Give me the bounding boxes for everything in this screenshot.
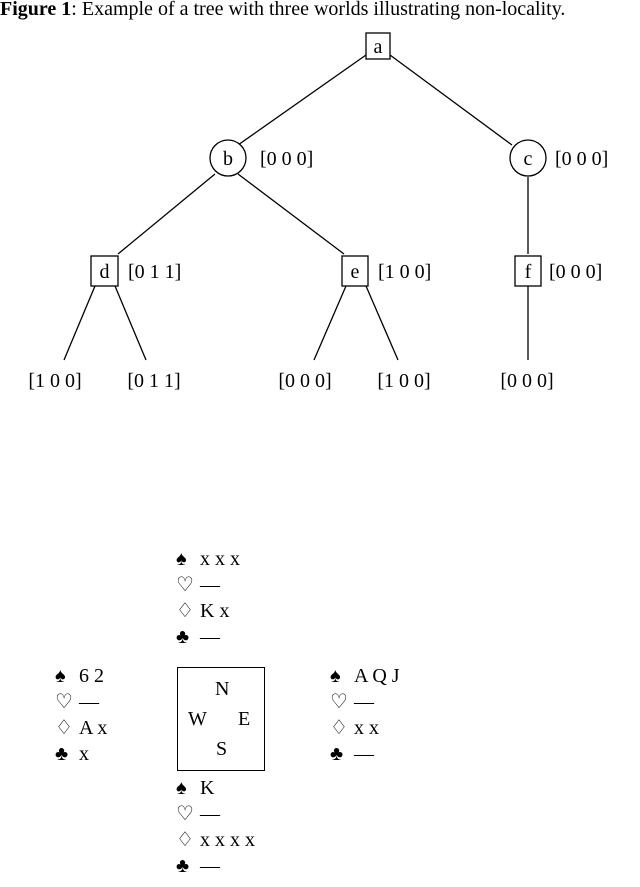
edge-b-e [237, 173, 345, 255]
south-diamonds: ♢ x x x x [176, 827, 255, 853]
node-e-box [341, 255, 369, 287]
north-clubs-cards: — [200, 626, 220, 648]
north-diamonds: ♢ K x [176, 598, 240, 624]
south-hearts-cards: — [200, 803, 220, 825]
node-f-box [514, 255, 542, 287]
node-a-label: a [374, 36, 383, 58]
tree-edges [63, 54, 529, 361]
south-hearts: ♡— [176, 801, 255, 827]
hand-east: ♠A Q J ♡— ♢x x ♣— [330, 663, 400, 767]
node-a-box [365, 32, 391, 60]
north-hearts-cards: — [200, 574, 220, 596]
club-icon: ♣ [176, 626, 190, 648]
south-spades-cards: K [200, 777, 215, 799]
node-b-vector: [0 0 0] [260, 148, 313, 170]
compass-north: N [215, 678, 230, 700]
south-clubs: ♣— [176, 853, 255, 879]
east-clubs-cards: — [354, 743, 374, 765]
node-c-circle [509, 139, 547, 177]
node-f-vector: [0 0 0] [549, 261, 602, 283]
leaf-f-child: [0 0 0] [500, 370, 553, 392]
north-diamonds-cards: K x [200, 600, 230, 622]
south-clubs-cards: — [200, 855, 220, 877]
node-b-label: b [223, 148, 233, 170]
leaf-d-right: [0 1 1] [127, 370, 180, 392]
compass-box: N W E S [177, 667, 265, 771]
club-icon: ♣ [55, 743, 69, 765]
spade-icon: ♠ [55, 665, 66, 687]
diamond-icon: ♢ [330, 717, 348, 739]
node-d-label: d [100, 261, 110, 283]
heart-icon: ♡ [176, 574, 194, 596]
west-clubs-cards: x [79, 743, 89, 765]
heart-icon: ♡ [55, 691, 73, 713]
edge-a-c [389, 54, 513, 146]
edge-d-left [63, 285, 96, 361]
node-d-vector: [0 1 1] [128, 261, 181, 283]
heart-icon: ♡ [330, 691, 348, 713]
west-hearts: ♡— [55, 689, 107, 715]
node-e-vector: [1 0 0] [378, 261, 431, 283]
node-d-box [90, 255, 119, 287]
west-spades-cards: 6 2 [79, 665, 104, 687]
east-clubs: ♣— [330, 741, 400, 767]
east-diamonds: ♢ x x [330, 715, 400, 741]
north-clubs: ♣— [176, 624, 240, 650]
west-hearts-cards: — [79, 691, 99, 713]
diamond-icon: ♢ [176, 829, 194, 851]
diamond-icon: ♢ [55, 717, 73, 739]
south-spades: ♠K [176, 775, 255, 801]
west-clubs: ♣x [55, 741, 107, 767]
edge-b-d [117, 173, 216, 255]
east-spades-cards: A Q J [354, 665, 400, 687]
edge-e-right [365, 285, 399, 361]
leaf-d-left: [1 0 0] [28, 370, 81, 392]
south-diamonds-cards: x x x x [200, 829, 255, 851]
edge-e-left [313, 285, 347, 361]
spade-icon: ♠ [176, 777, 187, 799]
game-tree: a b [0 0 0] c [0 0 0] d [0 1 1] e [1 0 0… [28, 32, 608, 392]
west-spades: ♠ 6 2 [55, 663, 107, 689]
node-c-label: c [524, 148, 533, 170]
north-spades: ♠ x x x [176, 546, 240, 572]
compass-south: S [216, 738, 228, 760]
node-c-vector: [0 0 0] [555, 148, 608, 170]
leaf-e-right: [1 0 0] [377, 370, 430, 392]
north-spades-cards: x x x [200, 548, 240, 570]
node-e-label: e [351, 261, 360, 283]
hand-west: ♠6 2 ♡— ♢A x ♣x [55, 663, 107, 767]
spade-icon: ♠ [330, 665, 341, 687]
club-icon: ♣ [176, 855, 190, 877]
east-spades: ♠ A Q J [330, 663, 400, 689]
heart-icon: ♡ [176, 803, 194, 825]
east-hearts-cards: — [354, 691, 374, 713]
edge-d-right [114, 285, 147, 361]
club-icon: ♣ [330, 743, 344, 765]
spade-icon: ♠ [176, 548, 187, 570]
node-f-label: f [525, 261, 532, 283]
edge-a-b [237, 54, 367, 146]
hand-south: ♠K ♡— ♢x x x x ♣— [176, 775, 255, 879]
caption-text: : Example of a tree with three worlds il… [71, 0, 566, 20]
north-hearts: ♡— [176, 572, 240, 598]
diamond-icon: ♢ [176, 600, 194, 622]
node-b-circle [209, 139, 247, 177]
west-diamonds-cards: A x [79, 717, 108, 739]
caption-label: Figure 1 [0, 0, 72, 20]
figure-caption: Figure 1: Example of a tree with three w… [0, 0, 640, 22]
compass-east: E [238, 708, 251, 730]
east-diamonds-cards: x x [354, 717, 379, 739]
compass-west: W [188, 708, 207, 730]
east-hearts: ♡— [330, 689, 400, 715]
leaf-e-left: [0 0 0] [278, 370, 331, 392]
west-diamonds: ♢ A x [55, 715, 107, 741]
hand-north: ♠x x x ♡— ♢K x ♣— [176, 546, 240, 650]
